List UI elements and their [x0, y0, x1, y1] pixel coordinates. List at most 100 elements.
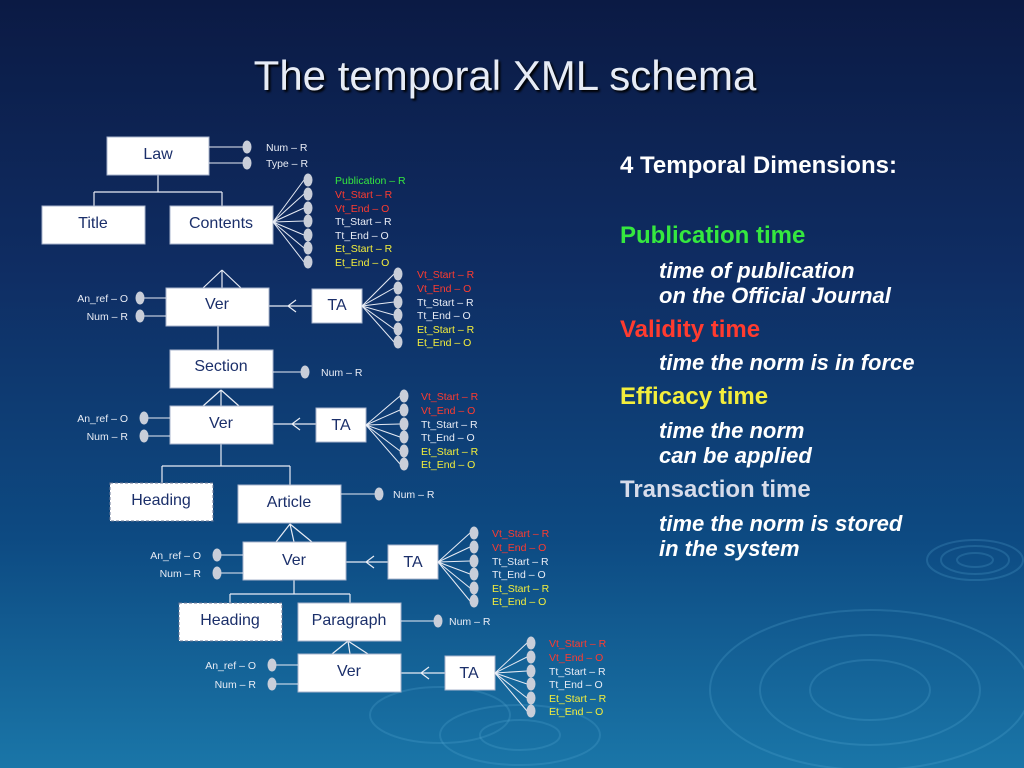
contents-attr-label: Et_End – O: [335, 257, 389, 269]
ta2-fan-line: [365, 423, 401, 426]
ta2-attr-marker: [399, 444, 409, 458]
article-label: Article: [267, 494, 312, 511]
ver2-attr-label: An_ref – O: [77, 413, 128, 425]
ta1-attr-marker: [393, 281, 403, 295]
ta4-attr-label: Vt_Start – R: [549, 638, 607, 650]
paragraph-box: [297, 602, 402, 642]
ver4-box: [297, 653, 402, 693]
contents-fan-line: [272, 221, 305, 236]
ta2-fan-line: [365, 409, 401, 426]
ver3-attr-label: An_ref – O: [150, 550, 201, 562]
ta2-attr-label: Et_Start – R: [421, 446, 479, 458]
contents-attr-marker: [303, 241, 313, 255]
ver3-label: Ver: [282, 552, 307, 569]
slide-title: The temporal XML schema: [253, 52, 757, 99]
contents-label: Contents: [189, 215, 253, 232]
ta1-fan-line: [361, 305, 395, 330]
law-attr-label: Type – R: [266, 158, 308, 170]
ta2-fan-line: [365, 424, 401, 452]
section-label: Section: [194, 358, 247, 375]
section-attr-label: Num – R: [321, 367, 363, 379]
publication-time-line-2: on the Official Journal: [659, 283, 891, 308]
ta1-attr-marker: [393, 295, 403, 309]
ta4-fan-line: [494, 672, 528, 685]
ta1-attr-marker: [393, 308, 403, 322]
contents-attr-label: Publication – R: [335, 175, 406, 187]
ver3-attr-marker: [212, 566, 222, 580]
ta3-attr-label: Tt_Start – R: [492, 556, 549, 568]
ta4-attr-marker: [526, 636, 536, 650]
ver3-attr-label: Num – R: [160, 568, 202, 580]
contents-attr-marker: [303, 255, 313, 269]
paragraph-attr-label: Num – R: [449, 616, 491, 628]
ver2-box: [169, 405, 274, 445]
ver1-box: [165, 287, 270, 327]
validity-time-heading: Validity time: [620, 316, 761, 343]
ta2-attr-marker: [399, 457, 409, 471]
ta1-attr-label: Vt_Start – R: [417, 269, 475, 281]
ta2-attr-label: Vt_End – O: [421, 405, 475, 417]
ta2-fan-line: [365, 395, 401, 426]
ta3-fan-line: [437, 561, 471, 575]
ver2-attr-marker: [139, 429, 149, 443]
efficacy-time-heading: Efficacy time: [620, 383, 769, 410]
heading2-label: Heading: [200, 612, 260, 629]
ta1-attr-label: Vt_End – O: [417, 283, 471, 295]
ta2-attr-label: Tt_Start – R: [421, 419, 478, 431]
efficacy-time-line-2: can be applied: [659, 443, 812, 468]
transaction-time-line-1: time the norm is stored: [659, 511, 903, 536]
ta4-label: TA: [459, 665, 479, 682]
contents-attr-marker: [303, 173, 313, 187]
ver1-attr-marker: [135, 309, 145, 323]
ta3-fan-line: [437, 546, 471, 563]
ta2-attr-marker: [399, 430, 409, 444]
ta4-attr-label: Tt_End – O: [549, 679, 603, 691]
ver1-attr-marker: [135, 291, 145, 305]
contents-box: [169, 205, 274, 245]
ta2-attr-marker: [399, 417, 409, 431]
ta3-attr-marker: [469, 540, 479, 554]
law-box: [106, 136, 210, 176]
publication-time-heading: Publication time: [620, 222, 806, 249]
ta3-attr-marker: [469, 594, 479, 608]
contents-attr-label: Vt_End – O: [335, 203, 389, 215]
ta4-attr-marker: [526, 704, 536, 718]
ta1-attr-label: Et_Start – R: [417, 324, 475, 336]
ta2-attr-marker: [399, 389, 409, 403]
ta1-attr-marker: [393, 267, 403, 281]
ta2-fan-line: [365, 424, 401, 438]
contents-attr-label: Vt_Start – R: [335, 189, 393, 201]
law-attr-marker: [242, 156, 252, 170]
ta4-attr-label: Et_Start – R: [549, 693, 607, 705]
ta4-fan-line: [494, 656, 528, 674]
ta3-attr-label: Et_Start – R: [492, 583, 550, 595]
ta2-label: TA: [331, 417, 351, 434]
article-attr-label: Num – R: [393, 489, 435, 501]
paragraph-label: Paragraph: [312, 612, 387, 629]
ta1-attr-label: Et_End – O: [417, 337, 471, 349]
ta4-attr-marker: [526, 691, 536, 705]
ver4-attr-label: Num – R: [215, 679, 257, 691]
title-box: [41, 205, 146, 245]
law-attr-marker: [242, 140, 252, 154]
ta1-fan-line: [361, 305, 395, 343]
ver1-label: Ver: [205, 296, 230, 313]
ta3-fan-line: [437, 561, 471, 589]
ta1-attr-label: Tt_End – O: [417, 310, 471, 322]
node-boxes: [41, 136, 496, 693]
ta3-label: TA: [403, 554, 423, 571]
ver1-attr-label: Num – R: [87, 311, 129, 323]
contents-fan-line: [272, 207, 305, 223]
ta1-attr-marker: [393, 335, 403, 349]
article-box: [237, 484, 342, 524]
ta2-attr-label: Vt_Start – R: [421, 391, 479, 403]
ta4-fan-line: [494, 672, 528, 712]
ta4-fan-line: [494, 670, 528, 674]
ta1-attr-label: Tt_Start – R: [417, 297, 474, 309]
ver3-attr-marker: [212, 548, 222, 562]
contents-attr-marker: [303, 201, 313, 215]
ta4-attr-label: Et_End – O: [549, 706, 603, 718]
contents-fan-line: [272, 193, 305, 223]
contents-attr-marker: [303, 214, 313, 228]
